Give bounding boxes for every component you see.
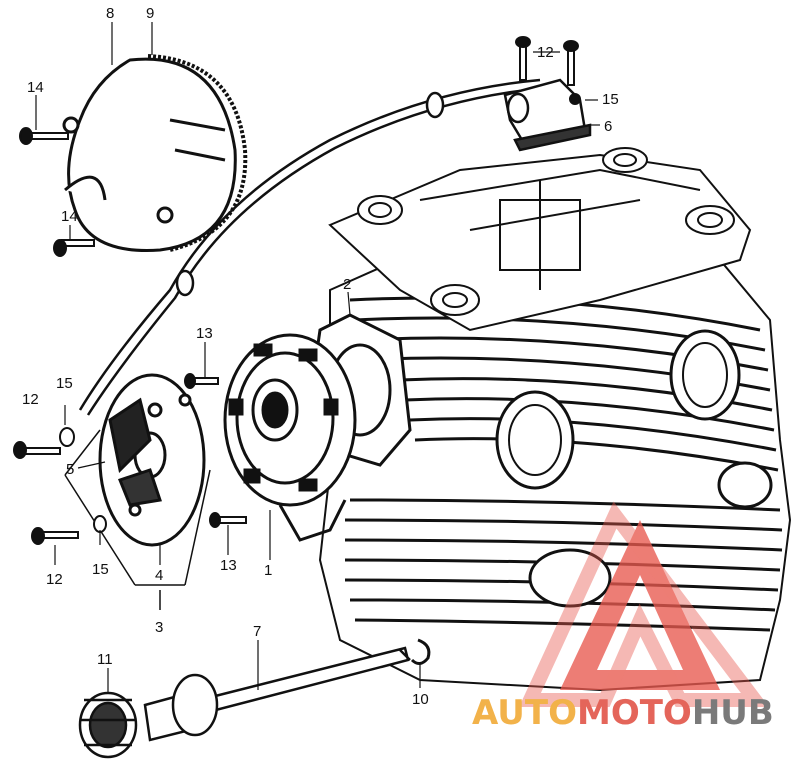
cylinder-head [318, 243, 792, 692]
label-11: 11 [97, 651, 113, 668]
label-14-lower: 14 [61, 208, 78, 225]
watermark-part-moto: MOTO [577, 693, 692, 733]
leader-lines [35, 22, 600, 692]
tacho-cable [78, 78, 546, 416]
tacho-drive-shaft [143, 646, 411, 742]
label-15-top: 15 [602, 91, 619, 108]
cable-clamp [503, 78, 592, 152]
label-8: 8 [106, 5, 114, 22]
point-base [223, 333, 357, 542]
rocker-cover [328, 147, 752, 332]
point-cover [62, 57, 237, 252]
watermark-logo [519, 501, 770, 707]
label-6: 6 [604, 118, 612, 135]
label-13-lower: 13 [220, 557, 237, 574]
screws [13, 36, 581, 545]
label-12-top: 12 [537, 44, 554, 61]
watermark-text: AUTOMOTOHUB [472, 693, 774, 733]
label-14-upper: 14 [27, 79, 44, 96]
label-15-lower: 15 [92, 561, 109, 578]
label-1: 1 [264, 562, 272, 579]
watermark-part-hub: HUB [692, 693, 774, 733]
label-5: 5 [66, 461, 74, 478]
label-3: 3 [155, 619, 163, 636]
circlip [410, 638, 431, 665]
label-15-left: 15 [56, 375, 73, 392]
label-2: 2 [343, 276, 351, 293]
label-4: 4 [155, 567, 163, 584]
watermark-part-auto: AUTO [472, 693, 577, 733]
label-13-upper: 13 [196, 325, 213, 342]
contact-breaker-plate [98, 373, 206, 547]
label-12-left: 12 [22, 391, 39, 408]
label-9: 9 [146, 5, 154, 22]
label-7: 7 [253, 623, 261, 640]
callout-labels: 8 9 14 14 12 15 6 2 13 15 12 5 12 15 4 1… [22, 5, 619, 708]
label-10: 10 [412, 691, 429, 708]
drive-gear [78, 691, 138, 759]
svg-text:AUTOMOTOHUB: AUTOMOTOHUB [472, 693, 774, 733]
label-12-lower: 12 [46, 571, 63, 588]
